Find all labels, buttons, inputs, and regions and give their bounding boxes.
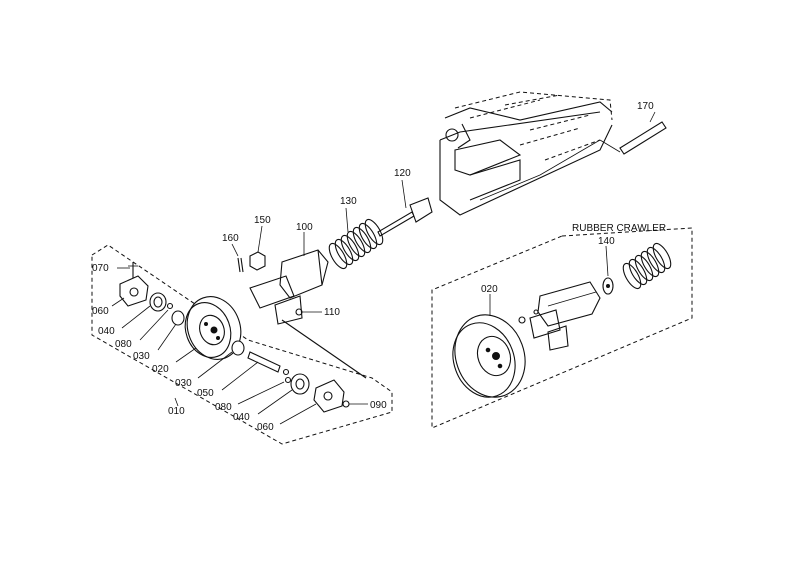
track-frame (439, 91, 613, 216)
part-110-bolt (295, 308, 322, 316)
part-020-idler-left (175, 296, 242, 363)
callout-070: 070 (92, 263, 109, 274)
callout-080-left: 080 (115, 339, 132, 350)
part-030-bearing-mid (197, 340, 245, 379)
assembly-link-line (281, 319, 367, 379)
callout-100: 100 (296, 222, 313, 233)
callout-160: 160 (222, 233, 239, 244)
callout-080-mid: 080 (215, 402, 232, 413)
part-170-pin (599, 111, 667, 155)
part-040-seal-mid (257, 373, 310, 415)
part-020-idler-right (452, 294, 526, 398)
part-090-circlip (342, 400, 368, 408)
part-130-spring (328, 207, 384, 270)
callout-050: 050 (197, 388, 214, 399)
callout-020-right: 020 (481, 284, 498, 295)
callout-010: 010 (168, 406, 185, 417)
part-080-oring-left (139, 302, 174, 341)
callout-060-mid: 060 (257, 422, 274, 433)
part-030-bearing-left (157, 310, 185, 351)
part-100-yoke (249, 232, 329, 325)
callout-020-left: 020 (152, 364, 169, 375)
callout-030-mid: 030 (175, 378, 192, 389)
callout-060-left: 060 (92, 306, 109, 317)
callout-030-left: 030 (133, 351, 150, 362)
callout-120: 120 (394, 168, 411, 179)
callout-150: 150 (254, 215, 271, 226)
assembly-010-label-lead (174, 397, 179, 407)
part-160-cotter-pin (231, 243, 244, 273)
part-050-shaft (221, 351, 290, 391)
part-070-grease-fitting (117, 262, 138, 280)
right-yoke (518, 281, 601, 351)
rubber-crawler-label: RUBBER CRAWLER (572, 223, 666, 234)
right-spring (622, 242, 672, 290)
part-060-bracket-left (111, 275, 149, 307)
callout-140: 140 (598, 236, 615, 247)
part-040-seal-left (121, 292, 167, 329)
part-150-nut (249, 225, 266, 271)
part-140-washer (602, 245, 614, 295)
callout-040-left: 040 (98, 326, 115, 337)
rubber-crawler-boundary (431, 227, 693, 429)
callout-090: 090 (370, 400, 387, 411)
callout-110: 110 (324, 307, 340, 318)
part-080-oring-mid (237, 376, 292, 405)
callout-040-mid: 040 (233, 412, 250, 423)
part-120-tension-rod (377, 179, 433, 237)
part-060-bracket-mid (279, 379, 345, 425)
callout-130: 130 (340, 196, 357, 207)
callout-170: 170 (637, 101, 654, 112)
